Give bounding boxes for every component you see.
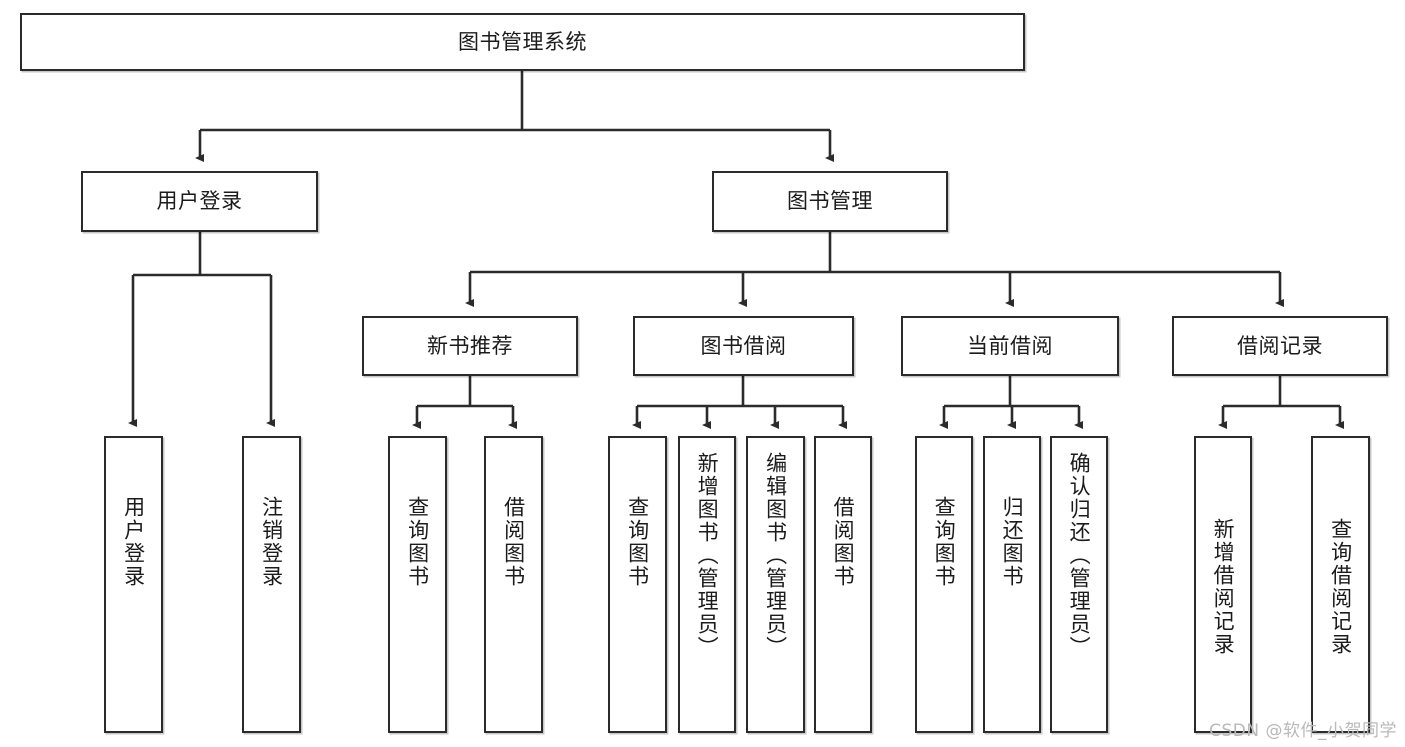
node-leaf-return-book[interactable]: 归还图书 (983, 436, 1041, 733)
node-leaf-edit-book-label: 编辑图书（管理员） (763, 452, 788, 659)
node-leaf-query-book-1[interactable]: 查询图书 (388, 436, 447, 733)
node-leaf-add-book-label: 新增图书（管理员） (695, 452, 720, 659)
node-root-label: 图书管理系统 (458, 29, 587, 54)
node-leaf-query-record[interactable]: 查询借阅记录 (1311, 436, 1370, 733)
node-leaf-borrow-book-2[interactable]: 借阅图书 (814, 436, 872, 733)
node-user-login-label: 用户登录 (156, 189, 243, 214)
node-leaf-return-book-label: 归还图书 (1000, 496, 1025, 588)
node-new-book-recommend[interactable]: 新书推荐 (362, 316, 578, 376)
node-leaf-borrow-book-1[interactable]: 借阅图书 (484, 436, 543, 733)
node-leaf-edit-book[interactable]: 编辑图书（管理员） (746, 436, 805, 733)
node-root[interactable]: 图书管理系统 (20, 13, 1025, 71)
csdn-watermark: CSDN @软件_小贺同学 (1209, 721, 1397, 741)
node-leaf-query-book-3-label: 查询图书 (932, 496, 957, 588)
node-borrow-record-label: 借阅记录 (1237, 333, 1323, 358)
node-new-book-recommend-label: 新书推荐 (427, 333, 513, 358)
node-leaf-user-logout[interactable]: 注销登录 (242, 436, 301, 733)
node-book-manage[interactable]: 图书管理 (712, 171, 948, 232)
node-leaf-user-logout-label: 注销登录 (259, 496, 284, 588)
node-borrow-record[interactable]: 借阅记录 (1172, 316, 1388, 376)
node-leaf-add-book[interactable]: 新增图书（管理员） (678, 436, 736, 733)
node-leaf-query-book-2-label: 查询图书 (625, 496, 650, 588)
node-leaf-user-login-label: 用户登录 (121, 496, 146, 588)
node-book-borrow-label: 图书借阅 (700, 333, 787, 358)
node-leaf-add-record[interactable]: 新增借阅记录 (1194, 436, 1252, 733)
node-leaf-confirm-return-label: 确认归还（管理员） (1067, 452, 1092, 659)
node-leaf-query-book-2[interactable]: 查询图书 (608, 436, 667, 733)
node-current-borrow[interactable]: 当前借阅 (901, 316, 1119, 376)
node-leaf-add-record-label: 新增借阅记录 (1211, 518, 1236, 656)
node-book-borrow[interactable]: 图书借阅 (633, 316, 854, 376)
node-leaf-borrow-book-1-label: 借阅图书 (501, 496, 526, 588)
node-leaf-borrow-book-2-label: 借阅图书 (831, 496, 856, 588)
node-user-login[interactable]: 用户登录 (81, 171, 318, 232)
node-leaf-confirm-return[interactable]: 确认归还（管理员） (1050, 436, 1108, 733)
node-leaf-query-book-1-label: 查询图书 (405, 496, 430, 588)
node-leaf-user-login[interactable]: 用户登录 (104, 436, 163, 733)
node-book-manage-label: 图书管理 (787, 189, 873, 214)
node-leaf-query-record-label: 查询借阅记录 (1328, 518, 1353, 656)
node-leaf-query-book-3[interactable]: 查询图书 (915, 436, 973, 733)
node-current-borrow-label: 当前借阅 (967, 333, 1053, 358)
